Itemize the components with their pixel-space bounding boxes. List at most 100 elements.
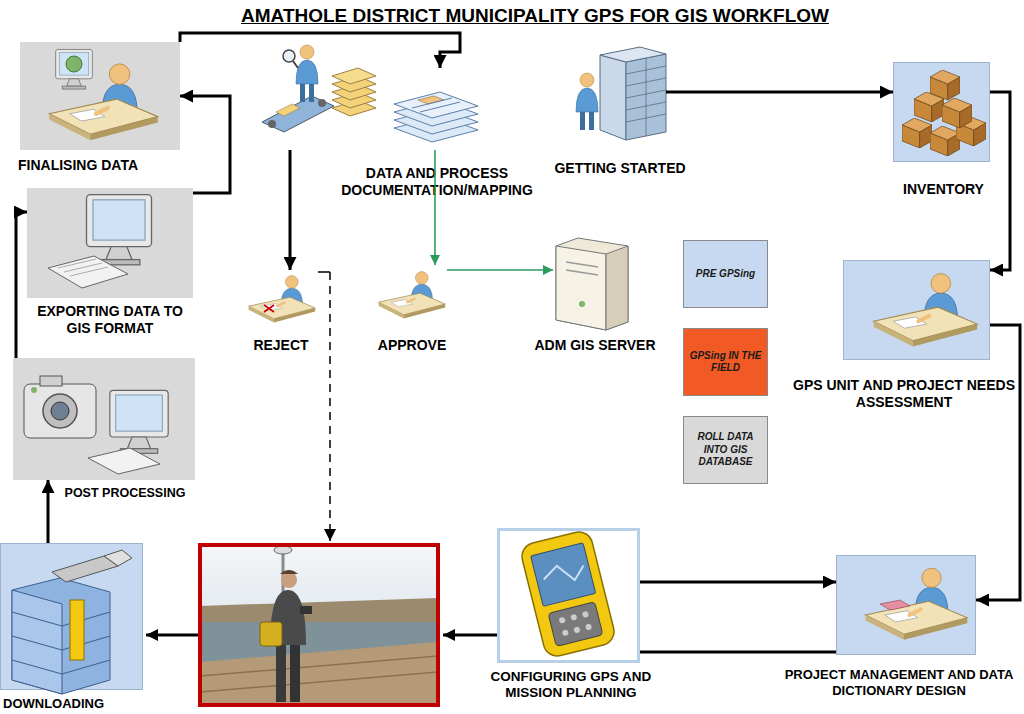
documentation-icon xyxy=(394,92,478,142)
field-photo xyxy=(270,590,306,645)
field-photo xyxy=(200,598,438,628)
legend-swatch: GPSing IN THE FIELD xyxy=(683,328,768,396)
documentation-icon xyxy=(332,84,376,100)
flow-connector xyxy=(16,212,27,358)
project-management-icon xyxy=(866,568,968,640)
getting-started-icon xyxy=(626,58,666,136)
legend-text: PRE GPSing xyxy=(692,268,759,281)
dashed-leader xyxy=(318,271,330,273)
downloading-icon xyxy=(12,550,132,694)
reject-icon xyxy=(249,276,316,323)
node-caption: DATA AND PROCESS DOCUMENTATION/MAPPING xyxy=(322,165,552,199)
documentation-icon xyxy=(332,68,376,84)
documentation-icon xyxy=(318,99,326,107)
flow-connector xyxy=(640,581,836,584)
server-icon xyxy=(579,301,585,307)
field-photo xyxy=(200,545,438,705)
server-icon xyxy=(606,246,628,330)
node-caption: PROJECT MANAGEMENT AND DATA DICTIONARY D… xyxy=(773,667,1024,698)
exporting-icon xyxy=(58,259,108,276)
flow-arrow xyxy=(146,634,198,637)
project-management-icon xyxy=(880,600,910,610)
field-photo xyxy=(200,545,438,705)
field-photo xyxy=(200,656,438,692)
finalising-icon xyxy=(49,49,158,140)
documentation-icon xyxy=(296,45,318,102)
node-caption: DOWNLOADING xyxy=(3,696,133,712)
approve-icon xyxy=(379,272,446,319)
downloading-icon xyxy=(12,612,110,674)
field-photo xyxy=(200,545,438,705)
flow-connector xyxy=(666,91,893,94)
documentation-icon xyxy=(268,120,276,128)
node-caption: GPS UNIT AND PROJECT NEEDS ASSESSMENT xyxy=(791,377,1017,411)
pre-gps-box: GPS UNIT AND PROJECT NEEDS ASSESSMENT xyxy=(843,260,990,360)
getting-started-icon xyxy=(576,47,666,140)
flow-connector xyxy=(434,150,436,265)
server-icon xyxy=(556,246,606,330)
finalising-icon xyxy=(49,64,158,140)
gps-device-icon xyxy=(531,543,596,607)
flow-connector xyxy=(976,325,1020,600)
pre-gps-box: CONFIGURING GPS AND MISSION PLANNING xyxy=(497,528,640,663)
flow-connector xyxy=(289,150,292,270)
getting-started-icon xyxy=(576,73,598,130)
field-photo xyxy=(260,622,282,646)
getting-started-icon xyxy=(626,54,666,140)
inventory-icon xyxy=(930,126,960,156)
legend-text: GPSing IN THE FIELD xyxy=(684,350,767,375)
getting-started-icon xyxy=(600,47,666,62)
finalising-icon xyxy=(66,56,82,72)
documentation-icon xyxy=(420,102,460,112)
post-processing-icon xyxy=(31,387,37,393)
decision-icon: REJECT xyxy=(245,270,317,326)
node-caption: POST PROCESSING xyxy=(40,486,210,501)
flow-connector xyxy=(640,651,836,654)
documentation-icon xyxy=(283,50,295,62)
downloading-icon xyxy=(52,556,118,582)
post-processing-icon xyxy=(24,376,168,474)
documentation-icon xyxy=(262,45,478,142)
node-caption: CONFIGURING GPS AND MISSION PLANNING xyxy=(463,669,679,701)
field-photo xyxy=(282,548,285,700)
documentation-icon xyxy=(332,92,376,108)
reject-icon xyxy=(264,305,274,312)
field-photo xyxy=(200,642,438,705)
field-photo xyxy=(300,606,312,614)
node-caption: REJECT xyxy=(235,337,327,354)
post-processing-icon xyxy=(40,376,62,386)
node-caption: INVENTORY xyxy=(881,181,1006,198)
documentation-icon xyxy=(394,92,478,118)
node-caption: GETTING STARTED xyxy=(530,160,710,177)
downloading-icon xyxy=(104,550,132,566)
flow-connector xyxy=(447,269,553,271)
documentation-icon xyxy=(262,96,334,132)
downloading-icon xyxy=(12,578,110,694)
documentation-icon xyxy=(412,98,452,108)
flow-arrow xyxy=(443,634,497,637)
inventory-icon xyxy=(942,98,972,128)
approve-icon xyxy=(379,272,446,319)
gps-device-icon xyxy=(548,602,603,647)
documentation-icon xyxy=(394,108,478,134)
exporting-icon xyxy=(48,256,128,288)
legend-text: ROLL DATA INTO GIS DATABASE xyxy=(684,431,767,469)
process-icon: GETTING STARTED xyxy=(568,50,666,135)
inventory-icon xyxy=(902,118,932,148)
post-processing-icon xyxy=(88,448,160,474)
field-photo xyxy=(280,570,298,574)
field-photo xyxy=(290,640,300,702)
gps-device-icon xyxy=(562,629,569,636)
exporting-icon xyxy=(48,195,152,288)
gps-device-icon xyxy=(519,529,617,659)
inventory-icon xyxy=(930,70,960,100)
post-processing-icon xyxy=(24,384,96,438)
field-photo xyxy=(281,572,297,588)
field-photo xyxy=(200,622,438,666)
field-photo xyxy=(274,546,292,554)
flow-connector xyxy=(47,480,50,543)
dashed-leader xyxy=(318,272,330,541)
gps-device-icon xyxy=(519,529,617,659)
